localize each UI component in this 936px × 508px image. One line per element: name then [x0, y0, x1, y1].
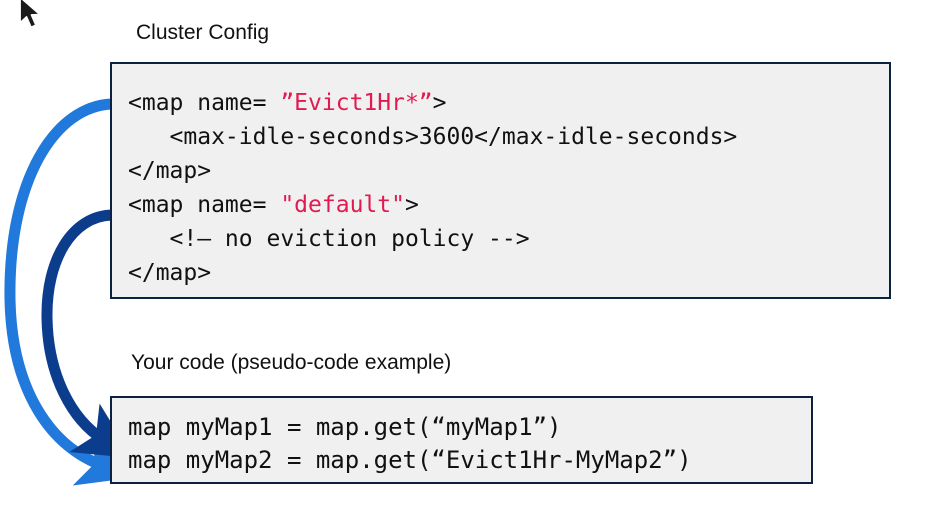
your-code-label: Your code (pseudo-code example) [131, 351, 452, 374]
code-text: <map name= [128, 90, 281, 116]
code-line: <map name= ”Evict1Hr*”> [128, 86, 889, 120]
code-text: > [432, 90, 447, 116]
code-text: </map> [128, 158, 212, 184]
mouse-pointer-icon [19, 0, 41, 29]
code-string-literal: ”Evict1Hr*” [280, 90, 433, 116]
cluster-config-label: Cluster Config [136, 21, 270, 44]
code-line: <!– no eviction policy --> [128, 222, 889, 256]
code-line: map myMap2 = map.get(“Evict1Hr-MyMap2”) [128, 444, 811, 477]
your-code-code-block: map myMap1 = map.get(“myMap1”) map myMap… [110, 396, 813, 484]
code-text: </map> [128, 260, 212, 286]
code-text: <max-idle-seconds>3600</max-idle-seconds… [128, 124, 738, 150]
code-line: <max-idle-seconds>3600</max-idle-seconds… [128, 120, 889, 154]
code-line: map myMap1 = map.get(“myMap1”) [128, 411, 811, 444]
code-line: </map> [128, 256, 889, 290]
code-line: <map name= "default"> [128, 188, 889, 222]
code-string-literal: "default" [280, 192, 405, 218]
code-text: > [404, 192, 419, 218]
code-text: <map name= [128, 192, 281, 218]
code-text: map myMap1 = map.get(“myMap1”) [128, 413, 562, 441]
code-text: map myMap2 = map.get(“Evict1Hr-MyMap2”) [128, 446, 692, 474]
code-line: </map> [128, 154, 889, 188]
code-text: <!– no eviction policy --> [128, 226, 530, 252]
arrow-evict1hr-to-mymap2 [4, 98, 137, 486]
cluster-config-code-block: <map name= ”Evict1Hr*”> <max-idle-second… [110, 62, 891, 299]
arrow-default-to-mymap1 [41, 209, 133, 459]
